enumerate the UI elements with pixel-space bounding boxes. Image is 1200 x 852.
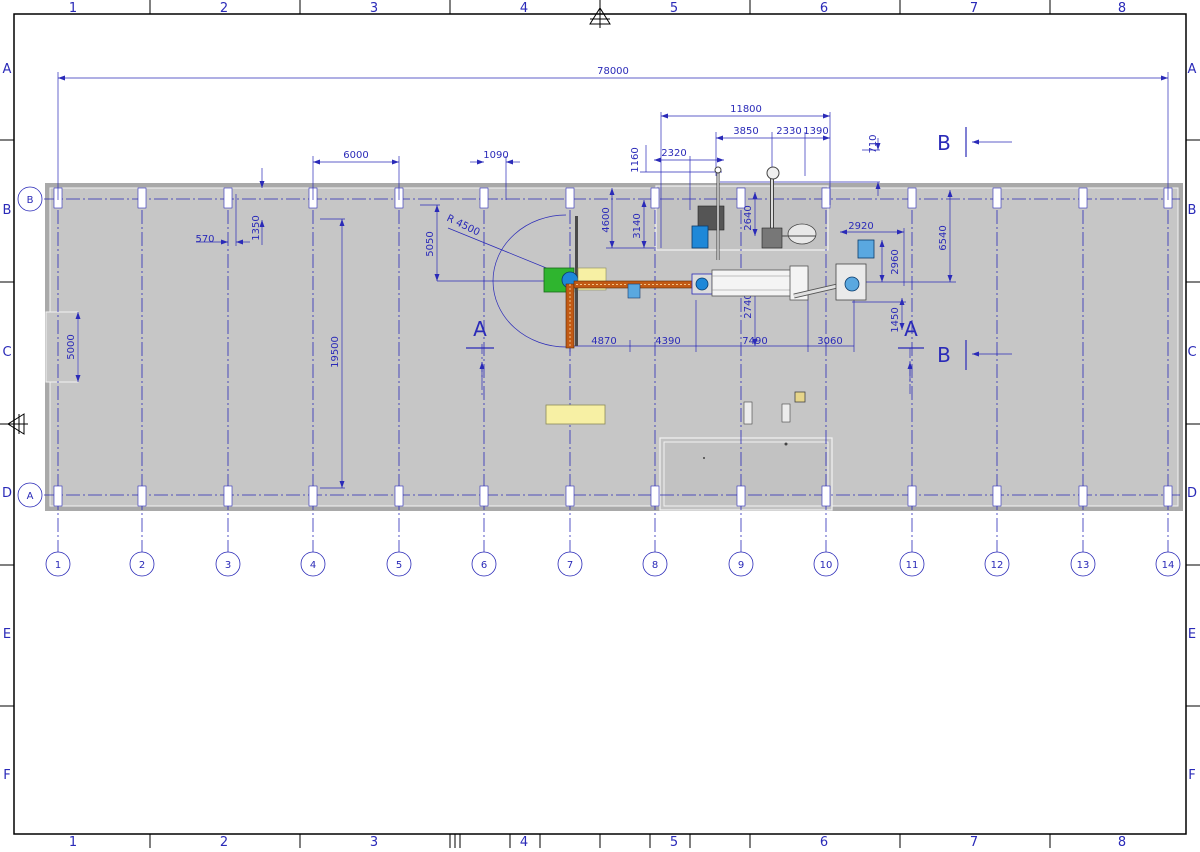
axis-label: 3 — [225, 560, 231, 571]
right-row-labels: A B C D E F — [1187, 62, 1197, 783]
dim-small-depth: 1350 — [251, 215, 262, 240]
dim-run-1: 4870 — [591, 336, 616, 347]
bottom-annex — [659, 437, 833, 511]
axis-label: 8 — [652, 560, 658, 571]
top-col-label: 1 — [69, 1, 77, 16]
dim-small-offset: 570 — [195, 234, 214, 245]
left-row-label: D — [2, 486, 12, 501]
axis-label: 2 — [139, 560, 145, 571]
bottom-col-label: 6 — [820, 835, 828, 848]
top-col-label: 6 — [820, 1, 828, 16]
wall-recess — [45, 311, 79, 383]
left-row-label: C — [2, 345, 11, 360]
building-plan — [45, 183, 1183, 511]
axis-label: 11 — [906, 560, 919, 571]
dim-column-offset: 1090 — [483, 150, 508, 161]
dim-overall-length: 78000 — [597, 66, 629, 77]
top-column-labels: 1 2 3 4 5 6 7 8 — [69, 1, 1126, 16]
bottom-col-label: 1 — [69, 835, 77, 848]
section-labels: A A B B — [473, 131, 951, 367]
storage-pad — [545, 404, 606, 425]
grinder-unit — [835, 263, 867, 301]
bottom-column-labels: 1 2 3 4 5 6 7 8 — [69, 835, 1126, 850]
dim-run-3: 7490 — [742, 336, 767, 347]
axis-label: 13 — [1077, 560, 1090, 571]
dim-offset-710: 710 — [868, 134, 879, 153]
bottom-col-label: 2 — [220, 835, 228, 848]
row-axis-label: B — [27, 195, 34, 206]
section-a-label: A — [473, 317, 487, 341]
top-col-label: 3 — [370, 1, 378, 16]
left-row-label: A — [3, 62, 12, 77]
section-b-label: B — [937, 343, 951, 367]
column-axis-labels: 1 2 3 4 5 6 7 8 9 10 11 12 13 14 B A — [27, 195, 1175, 571]
section-b-label: B — [937, 131, 951, 155]
axis-label: 12 — [991, 560, 1004, 571]
right-row-label: E — [1188, 627, 1196, 642]
axis-label: 4 — [310, 560, 316, 571]
dimension-lines — [57, 72, 1169, 489]
axis-label: 6 — [481, 560, 487, 571]
axis-label: 10 — [820, 560, 833, 571]
dim-line-offset: 6540 — [938, 225, 949, 250]
dim-run-4: 3060 — [817, 336, 842, 347]
dim-pit-inner: 3140 — [632, 213, 643, 238]
axis-label: 14 — [1162, 560, 1175, 571]
axis-label: 9 — [738, 560, 744, 571]
dim-hall-span: 19500 — [330, 336, 341, 368]
top-col-label: 8 — [1118, 1, 1126, 16]
right-row-label: B — [1188, 203, 1197, 218]
axis-label: 5 — [396, 560, 402, 571]
bottom-col-label: 3 — [370, 835, 378, 848]
column-axis-markers — [17, 186, 1181, 577]
bottom-col-label: 7 — [970, 835, 978, 848]
left-row-label: E — [3, 627, 11, 642]
bottom-grid-scale — [149, 834, 1051, 848]
top-col-label: 7 — [970, 1, 978, 16]
bottom-col-label: 8 — [1118, 835, 1126, 848]
right-row-label: F — [1188, 768, 1195, 783]
left-row-labels: A B C D E F — [2, 62, 12, 783]
dim-right-height: 2960 — [890, 249, 901, 274]
dim-run-2: 4390 — [655, 336, 680, 347]
dim-drum-height: 2740 — [743, 293, 754, 318]
row-axis-label: A — [27, 491, 34, 502]
dim-bottom-offset: 1450 — [890, 307, 901, 332]
bottom-col-label: 4 — [520, 835, 528, 848]
annex-inner — [663, 441, 829, 507]
right-row-label: A — [1188, 62, 1197, 77]
top-col-label: 2 — [220, 1, 228, 16]
dim-equipment-total: 11800 — [730, 104, 762, 115]
bottom-col-label: 5 — [670, 835, 678, 848]
top-col-label: 4 — [520, 1, 528, 16]
right-row-label: D — [1187, 486, 1197, 501]
dim-pit-depth: 4600 — [601, 207, 612, 232]
dim-wall-recess: 5000 — [66, 334, 77, 359]
dim-offset-1160: 1160 — [630, 147, 641, 172]
building-floor — [49, 187, 1179, 507]
axis-label: 1 — [55, 560, 61, 571]
top-col-label: 5 — [670, 1, 678, 16]
pit-blue-unit — [691, 225, 709, 249]
left-row-label: F — [3, 768, 10, 783]
section-a-label: A — [904, 317, 918, 341]
dim-radius-offset: 5050 — [425, 231, 436, 256]
right-row-label: C — [1187, 345, 1196, 360]
dim-dryer-height: 2640 — [743, 205, 754, 230]
left-row-label: B — [3, 203, 12, 218]
dim-bay-spacing: 6000 — [343, 150, 368, 161]
dim-seg-c: 1390 — [803, 126, 828, 137]
dim-pit-width: 2320 — [661, 148, 686, 159]
dim-right-width: 2920 — [848, 221, 873, 232]
dim-seg-b: 2330 — [776, 126, 801, 137]
triangle-marker-icon — [3, 413, 28, 435]
triangle-marker-icon — [589, 3, 611, 28]
dim-seg-a: 3850 — [733, 126, 758, 137]
process-equipment — [543, 166, 875, 459]
axis-label: 7 — [567, 560, 573, 571]
